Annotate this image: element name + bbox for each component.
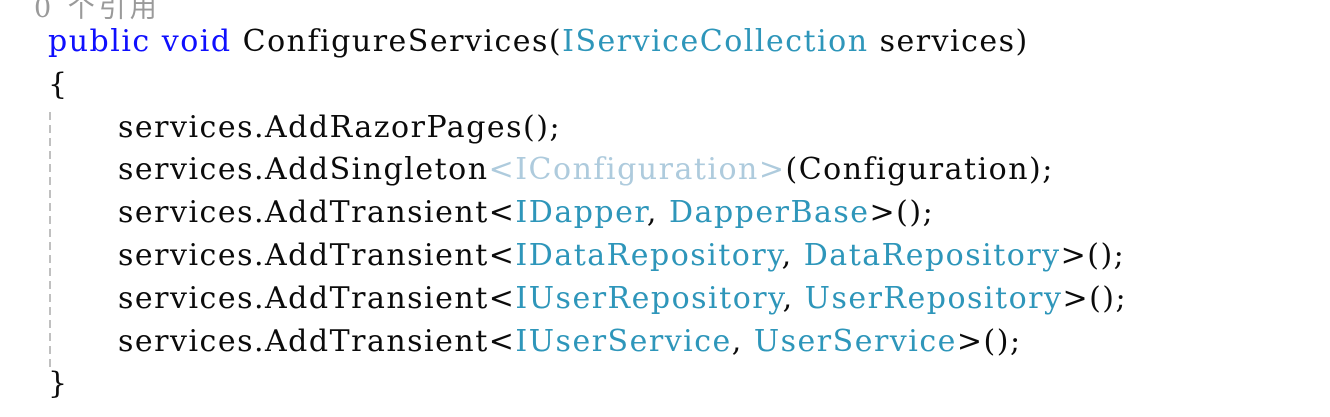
code-token-plain: services.AddTransient< (118, 195, 516, 231)
code-token-type: DataRepository (803, 237, 1061, 273)
code-token-type: IDapper (515, 195, 647, 231)
code-token-plain: , (781, 237, 804, 273)
code-token-plain: } (48, 366, 69, 402)
code-line: { (48, 64, 1330, 107)
code-token-plain: services.AddSingleton (118, 152, 489, 188)
code-line: services.AddTransient<IUserService, User… (48, 321, 1330, 364)
code-token-type: IUserService (515, 323, 732, 359)
indent-guide (49, 112, 51, 370)
code-line: services.AddTransient<IDapper, DapperBas… (48, 192, 1330, 235)
code-token-plain: >(); (956, 323, 1022, 359)
code-token-type: IServiceCollection (562, 24, 869, 59)
code-token-plain: services.AddTransient< (118, 323, 516, 359)
code-token-plain: , (646, 195, 669, 231)
code-token-plain: (Configuration); (785, 152, 1054, 188)
code-token-keyword: public (48, 24, 151, 59)
code-line: services.AddTransient<IDataRepository, D… (48, 235, 1330, 278)
code-token-plain: , (782, 280, 805, 316)
code-line: services.AddRazorPages(); (48, 107, 1330, 150)
code-token-plain: >(); (1062, 280, 1128, 316)
code-token-faded: <IConfiguration> (488, 152, 786, 188)
code-token-type: UserRepository (804, 280, 1063, 316)
code-token-plain: services.AddTransient< (118, 280, 516, 316)
code-line: services.AddSingleton<IConfiguration>(Co… (48, 149, 1330, 192)
code-token-plain: services) (868, 24, 1029, 59)
code-line: public void ConfigureServices(IServiceCo… (48, 21, 1330, 64)
code-token-keyword: void (161, 24, 232, 59)
code-token-plain: services.AddRazorPages(); (118, 109, 562, 145)
code-token-plain: >(); (1060, 237, 1126, 273)
code-token-plain: , (731, 323, 754, 359)
codelens-references-label[interactable]: 0 个引用 (34, 0, 161, 24)
code-token-type: IUserRepository (515, 280, 783, 316)
code-token-type: DapperBase (669, 195, 870, 231)
code-token-plain: services.AddTransient< (118, 237, 516, 273)
code-token-type: UserService (753, 323, 957, 359)
code-line: services.AddTransient<IUserRepository, U… (48, 278, 1330, 321)
code-token-plain: { (48, 66, 69, 102)
code-area[interactable]: public void ConfigureServices(IServiceCo… (48, 21, 1330, 406)
code-token-plain (151, 24, 162, 59)
code-token-plain: ConfigureServices( (231, 24, 563, 59)
code-token-plain: >(); (869, 195, 935, 231)
code-line: } (48, 363, 1330, 406)
code-token-type: IDataRepository (515, 237, 782, 273)
